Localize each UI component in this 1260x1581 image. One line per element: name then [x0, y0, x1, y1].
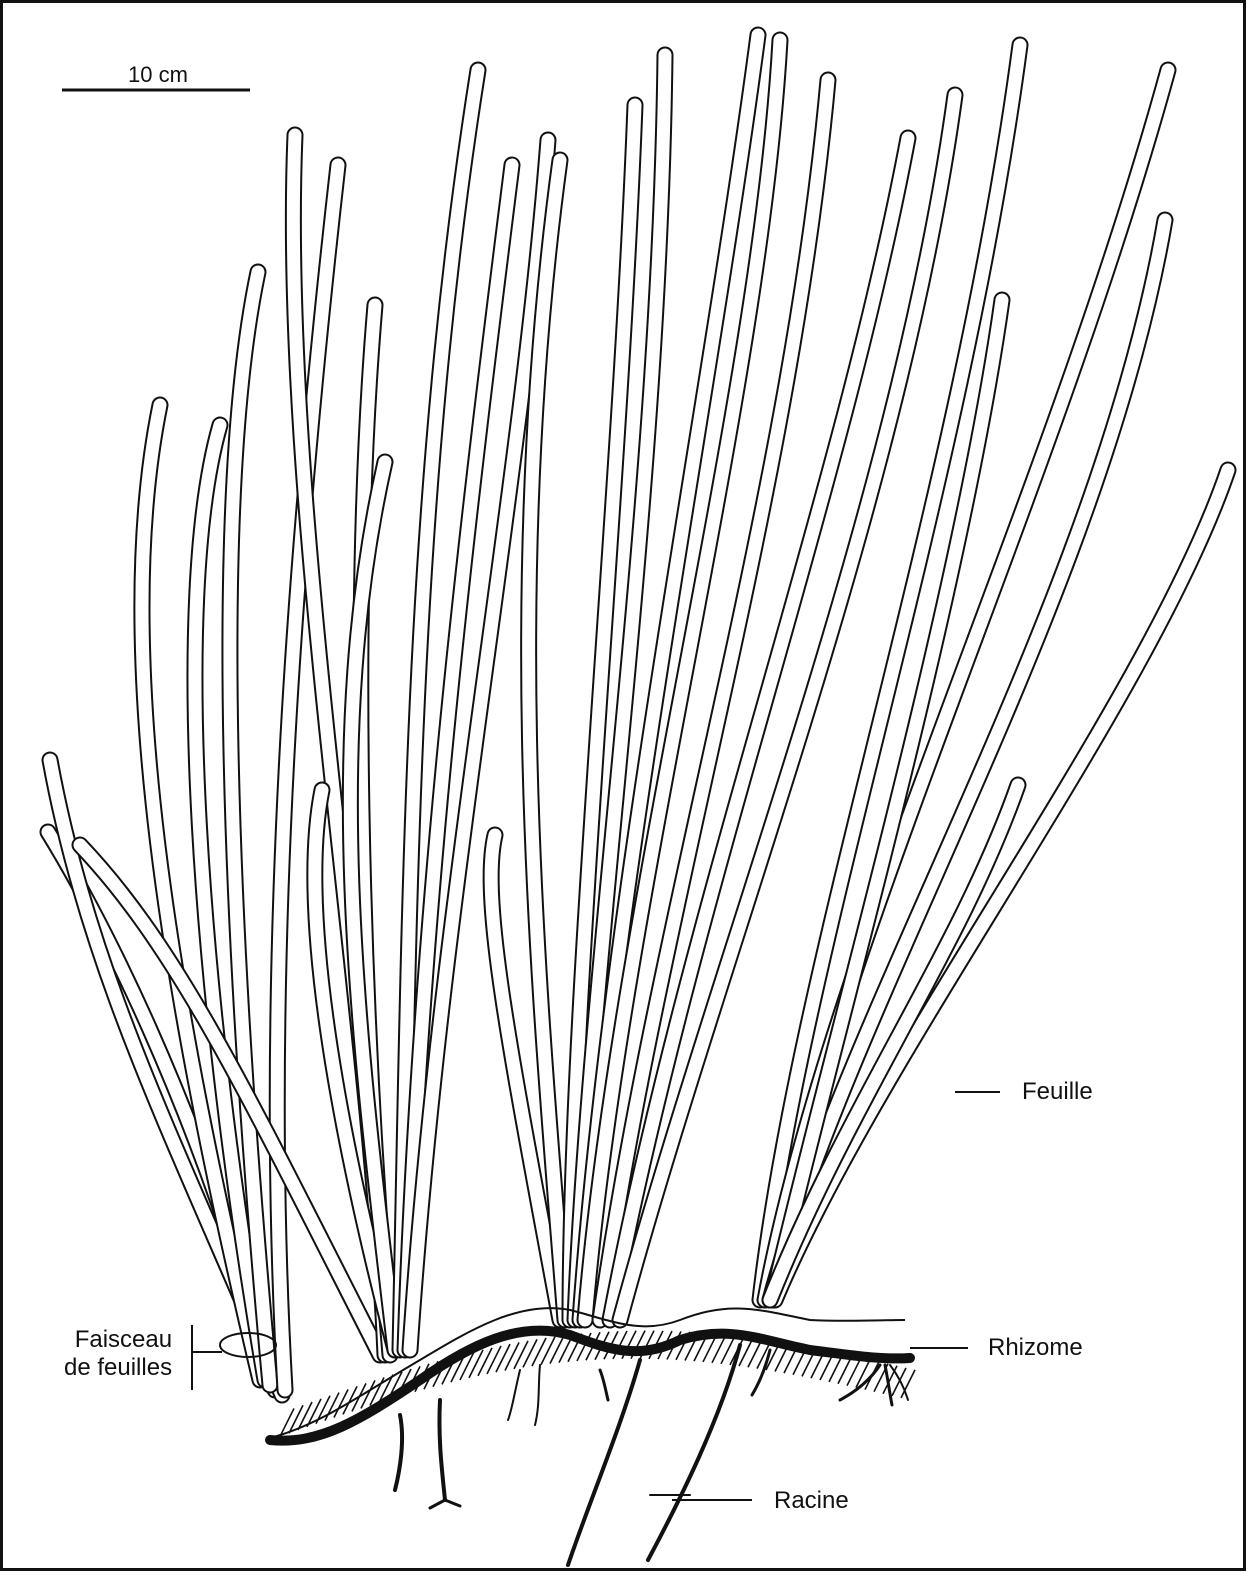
rhizome-scale: [496, 1344, 510, 1372]
leaf-bundle-label-line2: de feuilles: [64, 1354, 172, 1382]
rhizome-scale: [487, 1346, 501, 1374]
leaf-bundle-label-line1: Faisceau: [64, 1326, 172, 1354]
leaves-group: [48, 35, 1228, 1395]
rhizome-scale: [343, 1386, 357, 1414]
rhizome-scale: [523, 1339, 537, 1367]
rhizome-scale: [325, 1393, 339, 1421]
root-label: Racine: [774, 1487, 849, 1515]
rhizome-scale: [532, 1338, 546, 1366]
rhizome-scale: [550, 1336, 564, 1364]
rhizome-scale: [316, 1396, 330, 1424]
rhizome-scale: [478, 1348, 492, 1376]
leaf-label: Feuille: [1022, 1078, 1093, 1106]
rhizome-scale: [505, 1342, 519, 1370]
leaf-bundle-label: Faisceau de feuilles: [64, 1326, 172, 1381]
rhizome-label: Rhizome: [988, 1334, 1083, 1362]
rhizome-scale: [541, 1337, 555, 1365]
rhizome-scale: [352, 1383, 366, 1411]
scale-bar-label: 10 cm: [128, 62, 188, 87]
rhizome-scale: [514, 1341, 528, 1369]
